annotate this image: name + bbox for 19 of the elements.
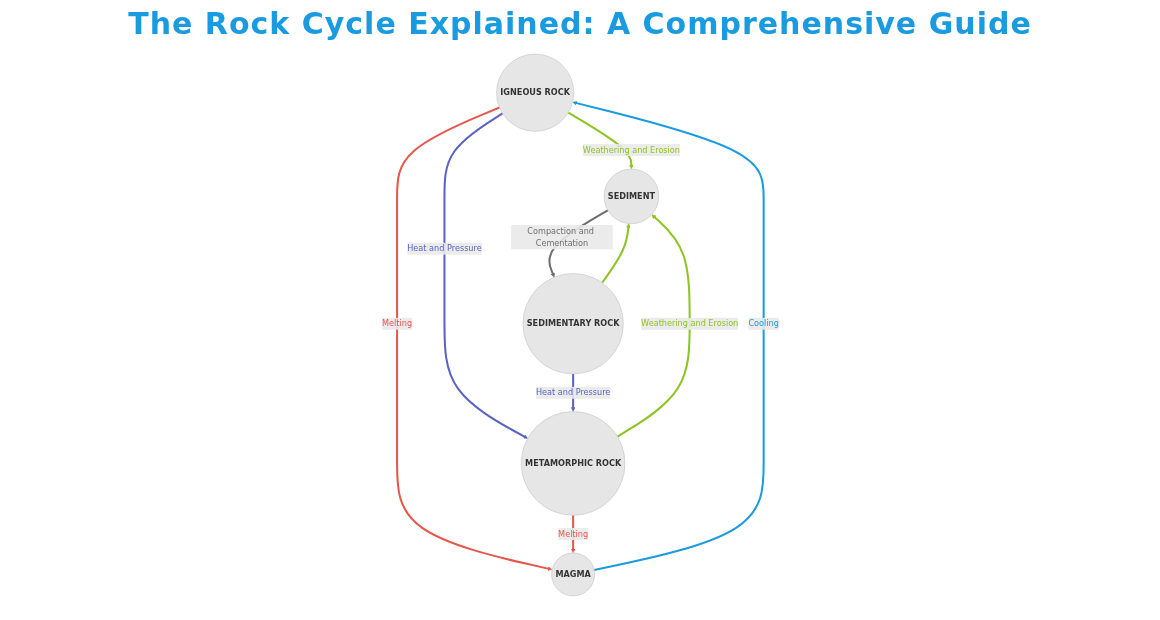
arrow [443, 112, 528, 439]
arrow [567, 111, 634, 170]
edge-label: Cooling [747, 318, 779, 329]
edge-label: Weathering and Erosion [640, 318, 738, 329]
arrow [616, 214, 691, 438]
node-circle: MAGMA [550, 552, 595, 597]
edge-label: Weathering and Erosion [582, 145, 680, 155]
node-circle: SEDIMENT [603, 168, 659, 224]
arrow [600, 223, 631, 284]
edge-label: Compaction and Cementation [526, 226, 594, 248]
node-circle: METAMORPHIC ROCK [520, 411, 625, 516]
arrow [395, 106, 552, 571]
node-circle: SEDIMENTARY ROCK [522, 273, 624, 375]
edge-label: Heat and Pressure [535, 387, 610, 398]
node-circle: IGNEOUS ROCK [495, 53, 574, 132]
edge-label: Heat and Pressure [406, 243, 482, 254]
edge-label: Melting [557, 528, 588, 539]
edge-label: Melting [381, 318, 412, 329]
title: The Rock Cycle Explained: A Comprehensive Guide [127, 6, 1033, 41]
